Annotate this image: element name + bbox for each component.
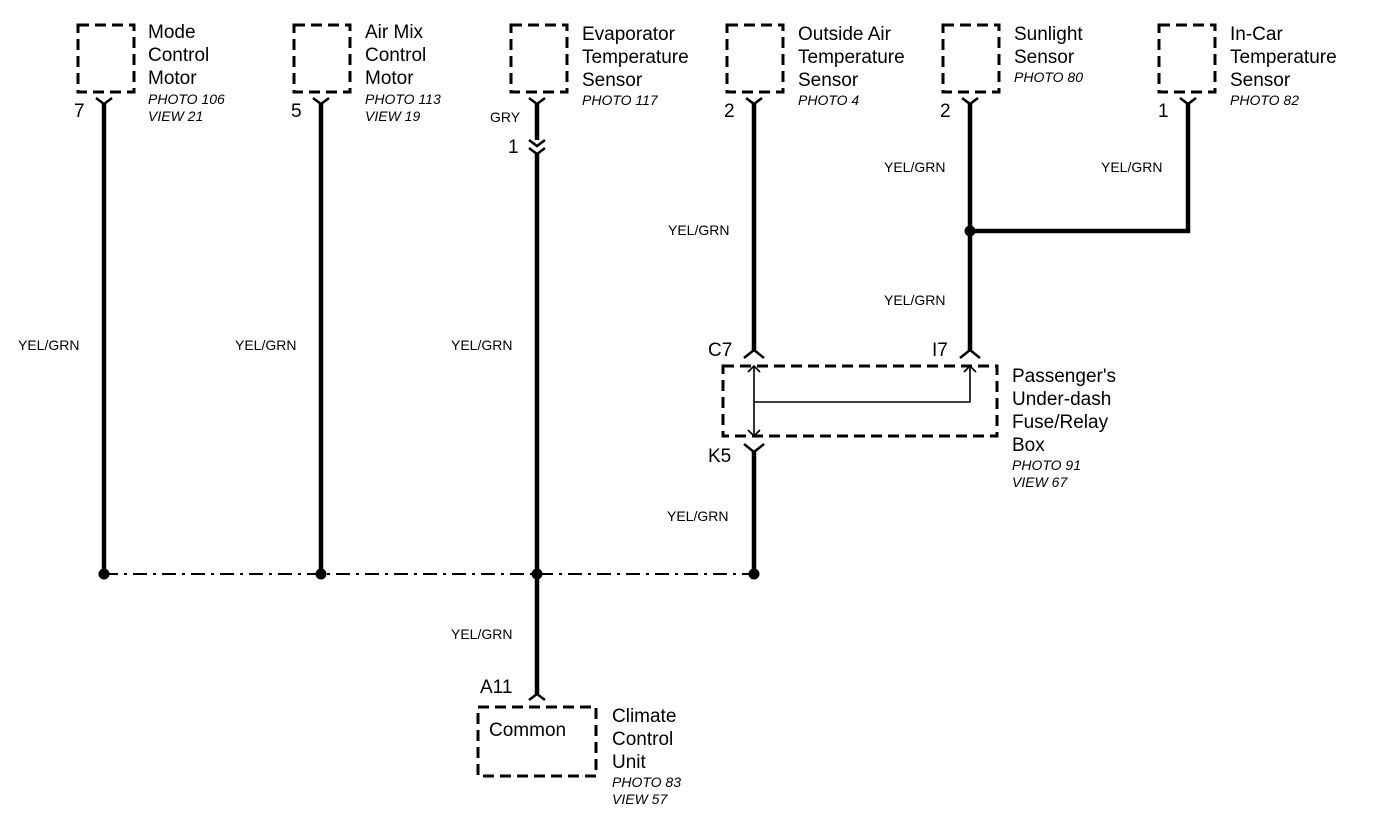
connector-k5 xyxy=(743,443,765,454)
mode-motor-wire-color: YEL/GRN xyxy=(18,337,79,353)
air-mix-photo: PHOTO 113 xyxy=(365,91,441,107)
in-car-pin: 1 xyxy=(1158,101,1169,122)
outside-air-name-3: Sensor xyxy=(798,70,859,91)
connector-a11 xyxy=(528,692,546,701)
air-mix-view: VIEW 19 xyxy=(365,108,420,124)
fuse-box-view: VIEW 67 xyxy=(1012,474,1068,490)
fuse-box-pin-i7: I7 xyxy=(932,340,948,361)
junction-evaporator xyxy=(531,568,543,580)
evaporator-name-2: Temperature xyxy=(582,47,689,68)
evaporator-sensor-box xyxy=(509,23,569,94)
mode-motor-name-2: Control xyxy=(148,45,209,66)
connector-evaporator-top xyxy=(528,97,546,106)
climate-unit-common: Common xyxy=(489,720,566,741)
in-car-name-2: Temperature xyxy=(1230,47,1337,68)
connector-evaporator-mid-b xyxy=(528,147,546,156)
connector-outside-air xyxy=(745,97,763,106)
junction-sunlight-in-car xyxy=(964,225,976,237)
mode-motor-name-3: Motor xyxy=(148,68,197,89)
evaporator-pin: 1 xyxy=(508,137,519,158)
in-car-name-1: In-Car xyxy=(1230,24,1283,45)
climate-unit-pin: A11 xyxy=(480,677,512,698)
sunlight-photo: PHOTO 80 xyxy=(1014,69,1083,85)
outside-air-name-2: Temperature xyxy=(798,47,905,68)
evaporator-photo: PHOTO 117 xyxy=(582,92,659,108)
climate-unit-name-1: Climate xyxy=(612,706,676,727)
air-mix-pin: 5 xyxy=(291,101,302,122)
mode-motor-pin: 7 xyxy=(74,101,85,122)
sunlight-name-2: Sensor xyxy=(1014,47,1075,68)
fuse-box-name-2: Under-dash xyxy=(1012,389,1111,410)
mode-motor-view: VIEW 21 xyxy=(148,108,203,124)
climate-unit-name-2: Control xyxy=(612,729,673,750)
junction-fuse-box xyxy=(748,568,760,580)
air-mix-control-motor-box xyxy=(292,23,352,94)
in-car-wire-color: YEL/GRN xyxy=(1101,159,1162,175)
fuse-box-photo: PHOTO 91 xyxy=(1012,457,1081,473)
climate-unit-wire-color: YEL/GRN xyxy=(451,626,512,642)
mode-control-motor-box xyxy=(76,23,136,94)
air-mix-wire-color: YEL/GRN xyxy=(235,337,296,353)
sunlight-pin: 2 xyxy=(940,101,951,122)
fuse-box-internal-arrow-k5 xyxy=(747,429,761,438)
fuse-box-internal-link xyxy=(754,366,971,403)
sunlight-sensor-box xyxy=(941,23,1001,94)
air-mix-name-1: Air Mix xyxy=(365,22,424,43)
air-mix-name-2: Control xyxy=(365,45,426,66)
sunlight-name-1: Sunlight xyxy=(1014,24,1083,45)
fuse-box-internal-arrow-c7 xyxy=(747,364,761,373)
climate-unit-photo: PHOTO 83 xyxy=(612,774,681,790)
fuse-box-pin-k5: K5 xyxy=(708,446,731,467)
air-mix-name-3: Motor xyxy=(365,68,414,89)
evaporator-wire-gry: GRY xyxy=(490,109,521,125)
connector-in-car xyxy=(1179,97,1197,106)
climate-unit-view: VIEW 57 xyxy=(612,791,668,807)
junction-mode xyxy=(98,568,110,580)
in-car-photo: PHOTO 82 xyxy=(1230,92,1299,108)
evaporator-wire-color: YEL/GRN xyxy=(451,337,512,353)
connector-evaporator-mid-a xyxy=(528,139,546,148)
evaporator-name-3: Sensor xyxy=(582,70,643,91)
mode-motor-photo: PHOTO 106 xyxy=(148,91,225,107)
connector-sunlight xyxy=(961,97,979,106)
climate-control-unit-box xyxy=(476,705,598,778)
k5-wire-color: YEL/GRN xyxy=(667,508,728,524)
wire-in-car xyxy=(970,104,1191,234)
fuse-box-pin-c7: C7 xyxy=(708,340,732,361)
sunlight-wire-color: YEL/GRN xyxy=(884,159,945,175)
fuse-box-internal-arrow-i7 xyxy=(963,364,977,373)
outside-air-photo: PHOTO 4 xyxy=(798,92,859,108)
fuse-box-name-4: Box xyxy=(1012,435,1045,456)
fuse-box-name-1: Passenger's xyxy=(1012,366,1116,387)
outside-air-pin: 2 xyxy=(724,101,735,122)
fuse-relay-box xyxy=(721,364,999,438)
junction-air-mix xyxy=(315,568,327,580)
in-car-sensor-box xyxy=(1157,23,1217,94)
in-car-name-3: Sensor xyxy=(1230,70,1291,91)
evaporator-name-1: Evaporator xyxy=(582,24,676,45)
mode-motor-name-1: Mode xyxy=(148,22,196,43)
climate-unit-name-3: Unit xyxy=(612,752,647,773)
fuse-box-name-3: Fuse/Relay xyxy=(1012,412,1109,433)
outside-air-sensor-box xyxy=(725,23,785,94)
connector-air-mix xyxy=(312,97,330,106)
connector-mode-motor xyxy=(95,97,113,106)
i7-wire-color: YEL/GRN xyxy=(884,292,945,308)
outside-air-name-1: Outside Air xyxy=(798,24,892,45)
outside-air-wire-color: YEL/GRN xyxy=(668,222,729,238)
